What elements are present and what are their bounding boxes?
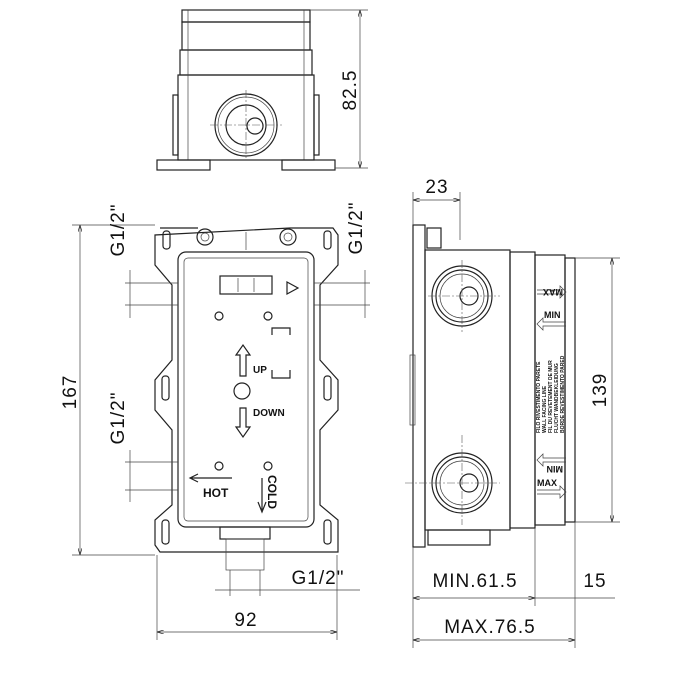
up-label: UP: [253, 365, 267, 376]
thread-top-left-label: G1/2": [108, 204, 129, 257]
cold-label: COLD: [265, 475, 279, 509]
svg-text:FILO RIVESTIMENTO PARETE: FILO RIVESTIMENTO PARETE: [536, 361, 542, 433]
top-view: [156, 9, 336, 171]
svg-text:WALL FACING LINE: WALL FACING LINE: [542, 385, 548, 433]
thread-lower-left-label: G1/2": [108, 392, 129, 445]
side-view: MAX MIN MIN MAX FILO RIVESTIMENTO PARETE…: [405, 224, 576, 548]
svg-text:FLUCHT WANDBEKLEIDUNG: FLUCHT WANDBEKLEIDUNG: [554, 363, 560, 433]
thread-top-right-label: G1/2": [346, 202, 367, 255]
dim-max-76-5-label: MAX.76.5: [444, 617, 535, 638]
front-dimensions: 167 92 G1/2" G1/2" G1/2" G1/2": [60, 202, 370, 640]
svg-text:BORDE REVESTIMENTO PARED: BORDE REVESTIMENTO PARED: [560, 355, 566, 433]
svg-text:FIL DU REVETEMENT DE MUR: FIL DU REVETEMENT DE MUR: [548, 360, 554, 433]
dim-92-label: 92: [234, 610, 257, 631]
dim-min-61-5-label: MIN.61.5: [432, 571, 517, 592]
lower-port: [405, 435, 500, 525]
side-dimensions: 23 139 MIN.61.5 15 MAX.76.5: [412, 177, 620, 648]
front-view: UP DOWN HOT COLD: [154, 227, 339, 571]
hot-label: HOT: [203, 486, 229, 500]
min-bottom-label: MIN: [547, 464, 564, 474]
max-top-label: MAX: [543, 287, 563, 297]
dimension-82-5: 82.5: [310, 9, 368, 169]
dim-139-label: 139: [590, 373, 611, 408]
dim-167-label: 167: [60, 375, 81, 410]
max-bottom-label: MAX: [537, 478, 557, 488]
down-label: DOWN: [253, 408, 285, 419]
dim-82-5-label: 82.5: [340, 70, 361, 111]
dim-23-label: 23: [425, 177, 448, 198]
dim-15-label: 15: [583, 571, 606, 592]
thread-bottom-label: G1/2": [292, 568, 345, 589]
upper-port: [428, 260, 500, 332]
min-top-label: MIN: [544, 310, 561, 320]
wall-line-note: FILO RIVESTIMENTO PARETE WALL FACING LIN…: [536, 355, 566, 433]
